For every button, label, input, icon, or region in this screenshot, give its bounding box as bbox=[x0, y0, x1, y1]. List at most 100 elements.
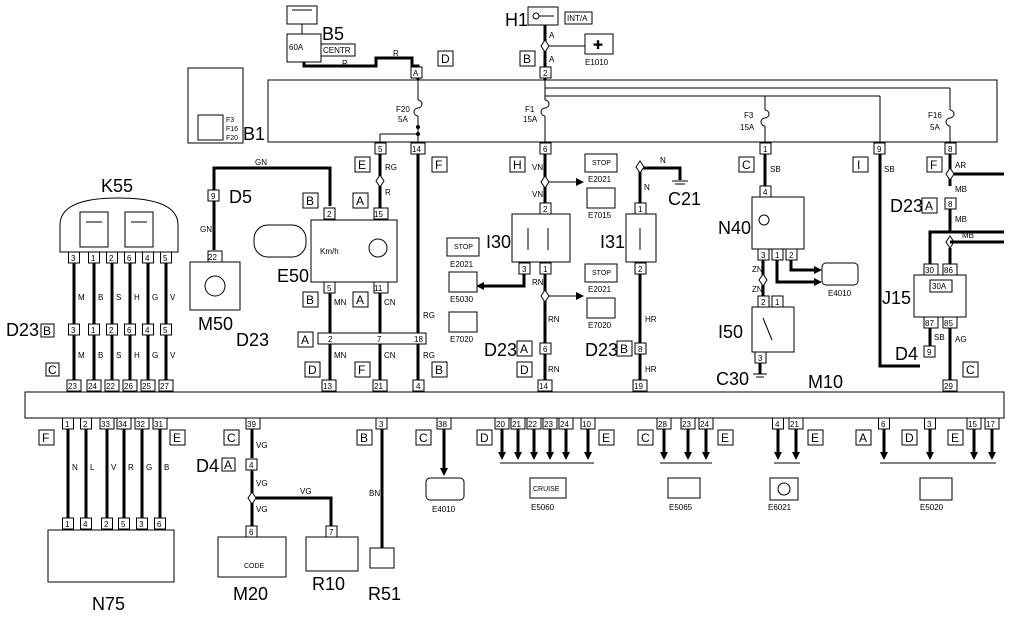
i50-component bbox=[751, 306, 795, 353]
svg-text:E2021: E2021 bbox=[588, 285, 612, 294]
svg-text:8: 8 bbox=[948, 145, 953, 154]
svg-text:N: N bbox=[660, 156, 666, 165]
svg-text:1: 1 bbox=[543, 265, 548, 274]
battery-symbol bbox=[286, 5, 318, 25]
r10-component bbox=[305, 536, 359, 572]
svg-text:7: 7 bbox=[329, 528, 334, 537]
wire-gn bbox=[212, 166, 332, 250]
svg-text:CN: CN bbox=[384, 351, 396, 360]
svg-text:F: F bbox=[42, 431, 49, 445]
e2021-icon-3 bbox=[584, 263, 618, 283]
n75-pin bbox=[118, 517, 130, 530]
svg-text:6: 6 bbox=[249, 528, 254, 537]
svg-text:D23: D23 bbox=[890, 196, 923, 216]
svg-text:Km/h: Km/h bbox=[320, 247, 339, 256]
e2021-icon bbox=[584, 153, 618, 173]
svg-text:3: 3 bbox=[379, 420, 384, 429]
svg-text:2: 2 bbox=[327, 210, 332, 219]
n75-pin bbox=[136, 517, 148, 530]
svg-text:RG: RG bbox=[423, 311, 435, 320]
svg-text:B: B bbox=[435, 363, 443, 377]
k55-wire-color: G bbox=[152, 351, 158, 360]
svg-text:E: E bbox=[602, 431, 610, 445]
svg-text:9: 9 bbox=[211, 192, 216, 201]
svg-text:A: A bbox=[859, 431, 867, 445]
svg-text:F16: F16 bbox=[928, 111, 942, 120]
e7020-icon bbox=[448, 311, 478, 333]
k55-label: K55 bbox=[101, 176, 133, 196]
j15-label: J15 bbox=[882, 288, 911, 308]
k55-pin-label: 4 bbox=[145, 254, 150, 263]
h1-label: H1 bbox=[505, 10, 528, 30]
svg-text:19: 19 bbox=[634, 382, 643, 391]
svg-text:MN: MN bbox=[334, 351, 347, 360]
m10-pin-label: 23 bbox=[682, 420, 691, 429]
n75-pin-label: 3 bbox=[139, 520, 144, 529]
svg-text:D: D bbox=[480, 431, 489, 445]
svg-text:1: 1 bbox=[638, 205, 643, 214]
svg-text:8: 8 bbox=[638, 345, 643, 354]
svg-text:F: F bbox=[435, 158, 442, 172]
e5060-icon bbox=[529, 477, 567, 499]
d5-label: D5 bbox=[229, 187, 252, 207]
n75-pin-label: 5 bbox=[121, 520, 126, 529]
i31-component bbox=[625, 213, 657, 263]
svg-text:E7020: E7020 bbox=[588, 321, 612, 330]
svg-text:E6021: E6021 bbox=[768, 503, 792, 512]
svg-text:E: E bbox=[358, 158, 366, 172]
svg-text:86: 86 bbox=[944, 266, 953, 275]
svg-text:14: 14 bbox=[412, 145, 421, 154]
svg-text:VN: VN bbox=[532, 190, 543, 199]
k55-wire-color: V bbox=[170, 293, 176, 302]
n75-component bbox=[47, 529, 175, 583]
svg-text:B: B bbox=[306, 293, 314, 307]
svg-text:A: A bbox=[301, 333, 309, 347]
svg-text:VG: VG bbox=[256, 505, 268, 514]
k55-pin-label: 5 bbox=[163, 254, 168, 263]
svg-text:D4: D4 bbox=[196, 456, 219, 476]
svg-text:MB: MB bbox=[955, 185, 967, 194]
svg-text:F16: F16 bbox=[226, 126, 238, 133]
d23-pin-label: 6 bbox=[127, 326, 132, 335]
svg-text:C: C bbox=[227, 431, 236, 445]
svg-text:6: 6 bbox=[543, 345, 548, 354]
d23-pin-label: 1 bbox=[91, 326, 96, 335]
svg-text:D: D bbox=[905, 431, 914, 445]
k55-pin-label: 3 bbox=[71, 254, 76, 263]
svg-text:SB: SB bbox=[884, 165, 895, 174]
fuse-f20: F20 5A bbox=[396, 80, 423, 142]
m10-pin-label: 23 bbox=[544, 420, 553, 429]
svg-text:4: 4 bbox=[763, 188, 768, 197]
n75-wire-color: B bbox=[164, 463, 169, 472]
svg-text:15A: 15A bbox=[523, 115, 538, 124]
m10-pin-label: 26 bbox=[124, 382, 133, 391]
svg-text:AR: AR bbox=[955, 161, 966, 170]
svg-text:A: A bbox=[549, 31, 555, 40]
svg-text:21: 21 bbox=[374, 382, 383, 391]
e50-component bbox=[310, 219, 398, 283]
svg-text:39: 39 bbox=[247, 420, 256, 429]
svg-text:E7020: E7020 bbox=[450, 335, 474, 344]
int-a-label: INT/A bbox=[567, 14, 588, 23]
k55-wire-color: M bbox=[78, 351, 85, 360]
svg-text:E5030: E5030 bbox=[450, 295, 474, 304]
m10-pin bbox=[122, 379, 138, 392]
svg-text:STOP: STOP bbox=[592, 160, 611, 167]
svg-text:I: I bbox=[857, 158, 860, 172]
svg-text:A: A bbox=[520, 342, 528, 356]
k55-wire-color: H bbox=[134, 351, 140, 360]
svg-text:VN: VN bbox=[532, 163, 543, 172]
svg-text:F3: F3 bbox=[744, 111, 754, 120]
svg-text:STOP: STOP bbox=[592, 270, 611, 277]
m10-pin-label: 24 bbox=[560, 420, 569, 429]
svg-text:E: E bbox=[811, 431, 819, 445]
svg-text:E2021: E2021 bbox=[588, 175, 612, 184]
svg-text:R: R bbox=[342, 59, 348, 68]
m10-pin-label: 15 bbox=[968, 420, 977, 429]
svg-text:MB: MB bbox=[955, 215, 967, 224]
svg-text:2: 2 bbox=[789, 251, 794, 260]
e5065-icon bbox=[667, 477, 701, 499]
svg-text:ZN: ZN bbox=[752, 285, 763, 294]
svg-text:1: 1 bbox=[763, 145, 768, 154]
